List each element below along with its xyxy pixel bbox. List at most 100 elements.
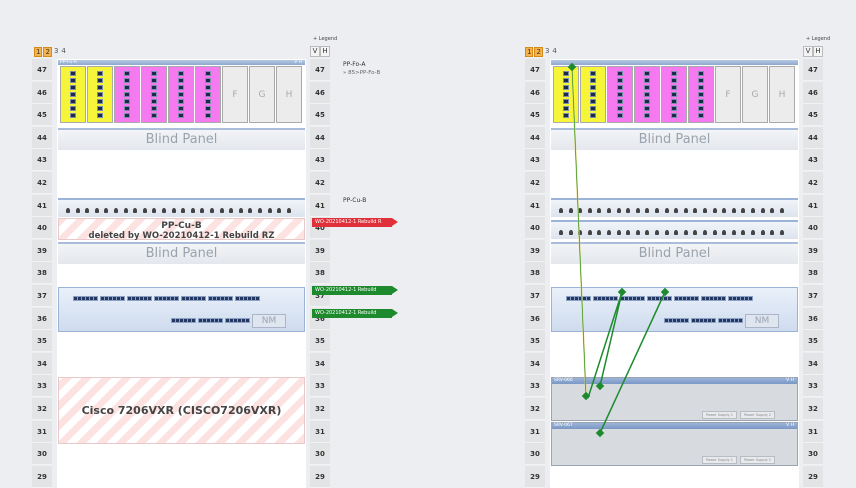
- fiber-port[interactable]: [97, 106, 103, 111]
- copper-port[interactable]: [181, 208, 186, 213]
- cable-endpoint[interactable]: [595, 428, 605, 438]
- network-switch[interactable]: NM: [58, 287, 305, 332]
- cable-endpoint[interactable]: [595, 381, 605, 391]
- fiber-port[interactable]: [151, 113, 157, 118]
- copper-port[interactable]: [123, 208, 128, 213]
- fiber-port[interactable]: [563, 78, 569, 83]
- nm-module-slot[interactable]: NM: [252, 314, 286, 328]
- power-supply-2[interactable]: Power Supply 2: [740, 411, 775, 419]
- fiber-port[interactable]: [124, 113, 130, 118]
- copper-port[interactable]: [75, 208, 80, 213]
- switch-port[interactable]: [684, 318, 689, 323]
- blind-panel-top[interactable]: Blind Panel: [551, 128, 798, 150]
- copper-port[interactable]: [664, 230, 669, 235]
- fiber-port[interactable]: [178, 92, 184, 97]
- power-supply-1[interactable]: Power Supply 1: [702, 411, 737, 419]
- copper-port[interactable]: [66, 208, 70, 213]
- copper-port[interactable]: [578, 208, 583, 213]
- copper-port[interactable]: [635, 208, 640, 213]
- fiber-cassette[interactable]: [60, 66, 86, 123]
- copper-port[interactable]: [142, 208, 147, 213]
- tab-1[interactable]: 1: [525, 47, 534, 57]
- legend-toggle[interactable]: + Legend: [806, 36, 831, 42]
- fiber-port[interactable]: [97, 71, 103, 76]
- copper-port[interactable]: [722, 230, 727, 235]
- fiber-port[interactable]: [563, 106, 569, 111]
- blind-panel-mid[interactable]: Blind Panel: [58, 242, 305, 264]
- empty-slot-g[interactable]: G: [249, 66, 275, 123]
- copper-port[interactable]: [597, 208, 602, 213]
- copper-port[interactable]: [607, 208, 611, 213]
- fiber-port[interactable]: [698, 85, 704, 90]
- fiber-port[interactable]: [151, 99, 157, 104]
- fiber-port[interactable]: [178, 113, 184, 118]
- fiber-port[interactable]: [590, 106, 596, 111]
- cable-green-2[interactable]: [587, 291, 623, 399]
- fiber-port[interactable]: [698, 106, 704, 111]
- copper-port[interactable]: [616, 230, 621, 235]
- fiber-cassette[interactable]: [634, 66, 660, 123]
- copper-port[interactable]: [133, 208, 138, 213]
- fiber-port[interactable]: [698, 113, 704, 118]
- fiber-port[interactable]: [205, 71, 211, 76]
- copper-port[interactable]: [162, 208, 166, 213]
- fiber-cassette[interactable]: [168, 66, 194, 123]
- copper-port[interactable]: [741, 230, 746, 235]
- empty-slot-h[interactable]: H: [769, 66, 795, 123]
- copper-port[interactable]: [267, 208, 272, 213]
- fiber-cassette[interactable]: [141, 66, 167, 123]
- power-supply-1[interactable]: Power Supply 1: [702, 456, 737, 464]
- fiber-port[interactable]: [70, 78, 76, 83]
- fiber-port[interactable]: [590, 71, 596, 76]
- copper-port[interactable]: [210, 208, 214, 213]
- copper-port[interactable]: [751, 208, 755, 213]
- copper-port[interactable]: [683, 208, 688, 213]
- copper-port[interactable]: [683, 230, 688, 235]
- patch-panel-copper-c[interactable]: [551, 220, 798, 239]
- copper-port[interactable]: [238, 208, 243, 213]
- switch-port[interactable]: [586, 296, 591, 301]
- fiber-port[interactable]: [563, 85, 569, 90]
- copper-port[interactable]: [152, 208, 157, 213]
- fiber-cassette[interactable]: [661, 66, 687, 123]
- fiber-port[interactable]: [151, 85, 157, 90]
- deleted-device-cisco-7206vxr[interactable]: Cisco 7206VXR (CISCO7206VXR): [58, 377, 305, 444]
- switch-port[interactable]: [201, 296, 206, 301]
- copper-port[interactable]: [635, 230, 640, 235]
- fiber-cassette[interactable]: [87, 66, 113, 123]
- power-supply-2[interactable]: Power Supply 2: [740, 456, 775, 464]
- fiber-port[interactable]: [590, 113, 596, 118]
- fiber-port[interactable]: [563, 71, 569, 76]
- fiber-cassette[interactable]: [580, 66, 606, 123]
- copper-port[interactable]: [674, 208, 679, 213]
- fiber-port[interactable]: [617, 92, 623, 97]
- fiber-port[interactable]: [205, 85, 211, 90]
- switch-port[interactable]: [120, 296, 125, 301]
- fiber-port[interactable]: [671, 106, 677, 111]
- copper-port[interactable]: [626, 230, 631, 235]
- patch-panel-copper-b[interactable]: [551, 198, 798, 217]
- copper-port[interactable]: [200, 208, 205, 213]
- fiber-port[interactable]: [178, 85, 184, 90]
- work-order-flag-red[interactable]: WO-20210412-1 Rebuild R: [312, 218, 398, 227]
- copper-port[interactable]: [568, 230, 573, 235]
- copper-port[interactable]: [219, 208, 224, 213]
- deleted-device-pp-cu-b[interactable]: PP-Cu-B deleted by WO-20210412-1 Rebuild…: [58, 218, 305, 241]
- fiber-port[interactable]: [70, 71, 76, 76]
- copper-port[interactable]: [94, 208, 99, 213]
- copper-port[interactable]: [645, 230, 650, 235]
- switch-port[interactable]: [748, 296, 753, 301]
- copper-port[interactable]: [779, 208, 784, 213]
- switch-port[interactable]: [711, 318, 716, 323]
- copper-port[interactable]: [587, 208, 592, 213]
- fiber-port[interactable]: [671, 71, 677, 76]
- view-v-button[interactable]: V: [310, 46, 320, 57]
- fiber-cassette[interactable]: [607, 66, 633, 123]
- tab-2[interactable]: 2: [43, 47, 52, 57]
- switch-port[interactable]: [667, 296, 672, 301]
- copper-port[interactable]: [277, 208, 282, 213]
- copper-port[interactable]: [114, 208, 118, 213]
- fiber-port[interactable]: [644, 71, 650, 76]
- fiber-port[interactable]: [698, 71, 704, 76]
- fiber-port[interactable]: [590, 78, 596, 83]
